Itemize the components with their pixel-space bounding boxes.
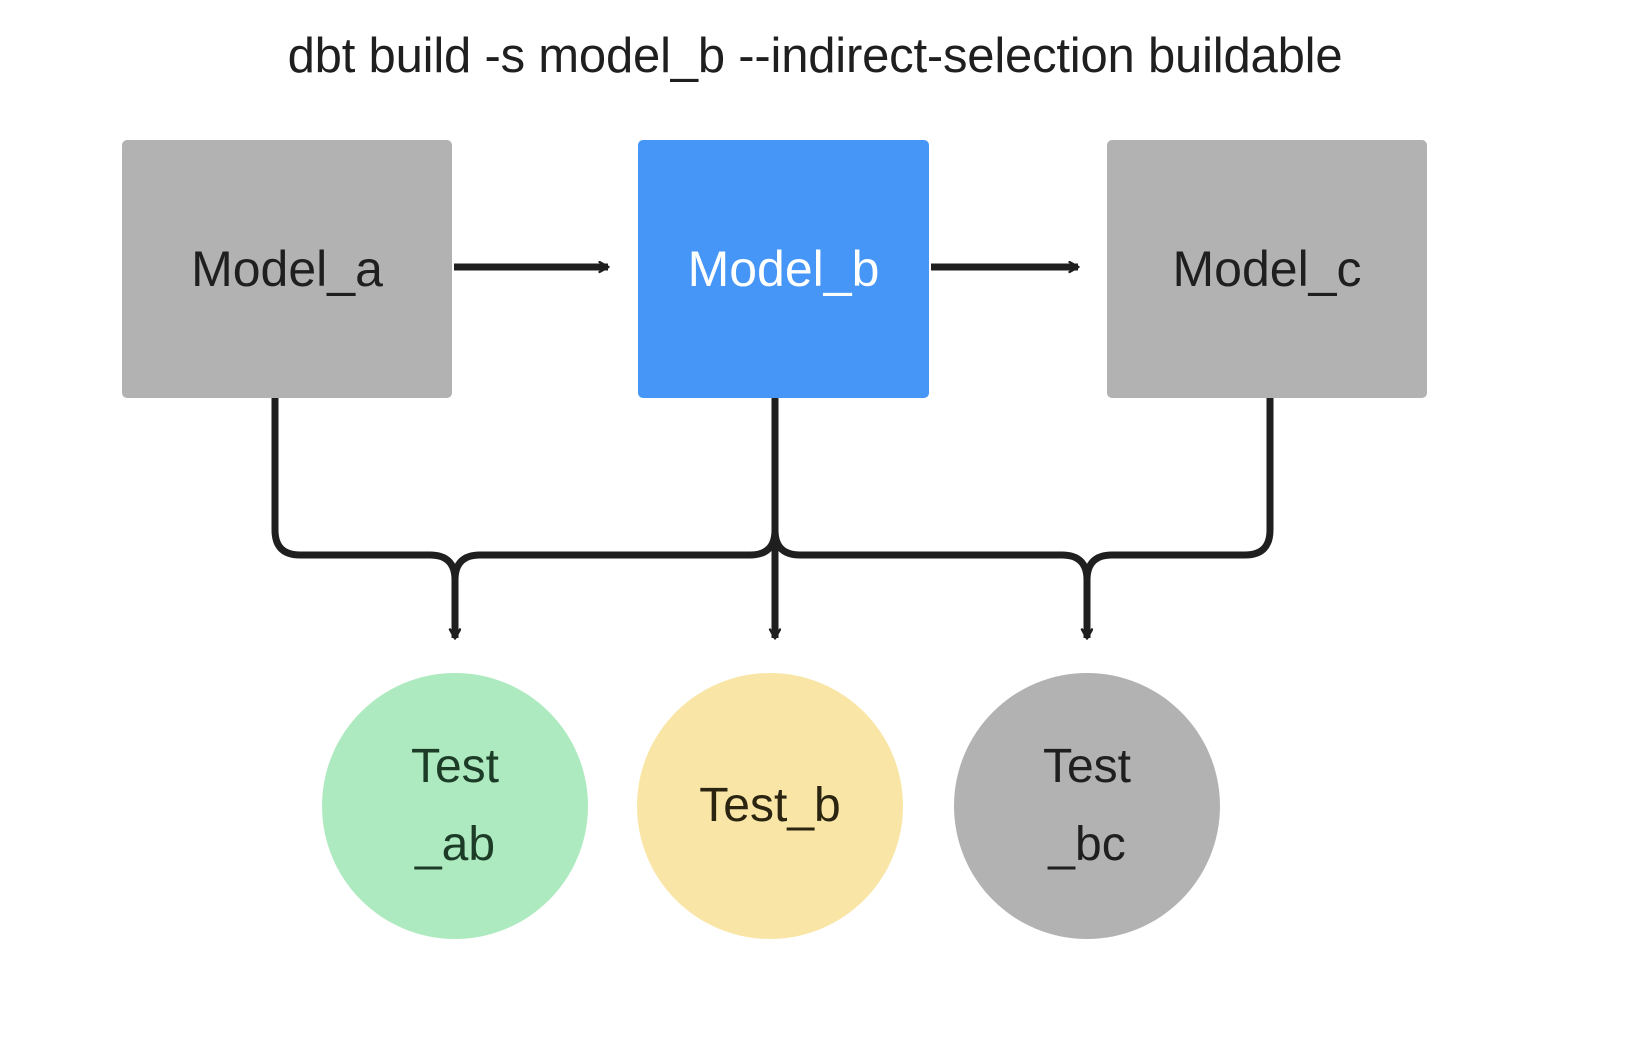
node-model-b-label: Model_b (687, 241, 880, 297)
node-test-b-label-line1: Test_b (699, 779, 841, 833)
node-test-bc-label-line2: _bc (1048, 818, 1126, 871)
edge-model-c-to-test-bc (1087, 398, 1274, 638)
edge-model-a-to-test-ab (271, 398, 455, 638)
node-test-ab[interactable]: Test _ab (322, 673, 588, 939)
diagram-title: dbt build -s model_b --indirect-selectio… (287, 29, 1343, 83)
node-test-b[interactable]: Test_b (637, 673, 903, 939)
node-model-a-label: Model_a (191, 241, 383, 297)
node-test-ab-label-line1: Test (410, 740, 500, 794)
node-test-bc[interactable]: Test _bc (954, 673, 1220, 939)
node-model-b[interactable]: Model_b (638, 140, 929, 398)
node-test-bc-label-line1: Test (1042, 740, 1132, 794)
node-model-c[interactable]: Model_c (1107, 140, 1427, 398)
node-model-c-label: Model_c (1172, 241, 1362, 297)
node-test-ab-label-line2: _ab (414, 818, 496, 871)
edge-model-b-to-test-ab (455, 398, 779, 638)
node-model-a[interactable]: Model_a (122, 140, 452, 398)
edge-model-b-to-test-bc (771, 398, 1087, 638)
